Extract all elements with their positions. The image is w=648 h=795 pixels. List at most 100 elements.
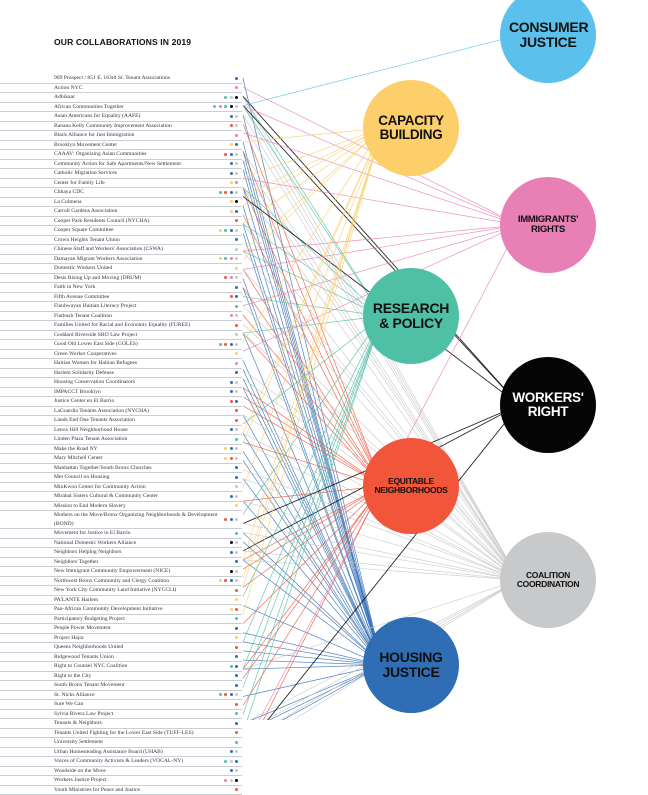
category-dots xyxy=(235,738,238,747)
category-dots xyxy=(230,426,239,435)
category-dot-E xyxy=(224,343,227,346)
category-dot-E xyxy=(235,646,238,649)
list-item: Mission to End Modern Slavery xyxy=(0,502,242,512)
category-dots xyxy=(230,169,239,178)
category-dot-E xyxy=(224,579,227,582)
category-dot-H xyxy=(230,551,233,554)
category-dot-I xyxy=(230,257,233,260)
category-dot-H xyxy=(230,153,233,156)
list-item: New York City Community Land Initiative … xyxy=(0,586,242,596)
organization-name: Youth Ministries for Peace and Justice xyxy=(54,786,224,795)
category-dots xyxy=(235,615,238,624)
category-dots xyxy=(230,112,239,121)
category-dot-G xyxy=(235,570,238,573)
category-dot-B xyxy=(219,579,222,582)
organization-name: Met Council on Housing xyxy=(54,473,224,482)
list-item: Goddard Riverside SRO Law Project xyxy=(0,331,242,341)
list-item: Action NYC xyxy=(0,84,242,94)
category-dot-R xyxy=(235,617,238,620)
category-dot-E xyxy=(230,400,233,403)
category-dots xyxy=(235,264,238,273)
list-item: Green Worker Cooperatives xyxy=(0,350,242,360)
category-dot-G xyxy=(235,447,238,450)
node-label: IMMIGRANTS' RIGHTS xyxy=(509,215,587,235)
list-item: Faith in New York xyxy=(0,283,242,293)
organization-name: Fifth Avenue Committee xyxy=(54,293,224,302)
category-dot-W xyxy=(230,541,233,544)
category-dot-G xyxy=(235,172,238,175)
category-dots xyxy=(230,767,239,776)
category-dots xyxy=(235,236,238,245)
organization-name: Manhattan Together/South Bronx Churches xyxy=(54,464,224,473)
organization-name: Make the Road NY xyxy=(54,445,224,454)
category-dots xyxy=(235,245,238,254)
category-dots xyxy=(235,435,238,444)
link-line xyxy=(243,360,382,665)
category-dot-E xyxy=(235,608,238,611)
list-item: Queens Neighborhoods United xyxy=(0,643,242,653)
organization-name: Queens Neighborhoods United xyxy=(54,643,224,652)
category-dot-C xyxy=(213,105,216,108)
category-dot-G xyxy=(235,115,238,118)
category-dot-W xyxy=(230,570,233,573)
category-dot-E xyxy=(235,324,238,327)
organization-name: Linden Plaza Tenant Association xyxy=(54,435,224,444)
category-dots xyxy=(224,150,238,159)
organization-name: Action NYC xyxy=(54,84,224,93)
organization-name: Adhikaar xyxy=(54,93,224,102)
list-item: Fifth Avenue Committee xyxy=(0,293,242,303)
category-dots xyxy=(235,624,238,633)
category-dot-H xyxy=(235,238,238,241)
category-dots xyxy=(230,567,239,576)
category-dots xyxy=(230,662,239,671)
category-dot-G xyxy=(235,314,238,317)
list-item: Mothers on the Move/Bronx Organizing Nei… xyxy=(0,511,242,529)
category-dots xyxy=(219,226,239,235)
node-immigrants-rights: IMMIGRANTS' RIGHTS xyxy=(500,177,596,273)
category-dot-E xyxy=(224,276,227,279)
category-dot-H xyxy=(230,191,233,194)
list-item: MinKwon Center for Community Action xyxy=(0,483,242,493)
list-item: 909 Prospect / 851 E. 163rd St. Tenant A… xyxy=(0,74,242,84)
list-item: Adhikaar xyxy=(0,93,242,103)
list-item: Mary Mitchell Center xyxy=(0,454,242,464)
category-dot-H xyxy=(230,390,233,393)
category-dot-G xyxy=(235,343,238,346)
category-dots xyxy=(235,473,238,482)
category-dot-H xyxy=(235,77,238,80)
category-dots xyxy=(235,217,238,226)
category-dots xyxy=(235,672,238,681)
organization-name: New Immigrant Community Empowerment (NIC… xyxy=(54,567,224,576)
category-dots xyxy=(224,776,238,785)
list-item: Workers Justice Project xyxy=(0,776,242,786)
organization-name: Catholic Migration Services xyxy=(54,169,224,178)
list-item: Sure We Can xyxy=(0,700,242,710)
list-item: South Bronx Tenant Movement xyxy=(0,681,242,691)
node-research-policy: RESEARCH & POLICY xyxy=(363,268,459,364)
category-dot-R xyxy=(230,665,233,668)
category-dot-E xyxy=(224,191,227,194)
category-dot-H xyxy=(235,655,238,658)
category-dots xyxy=(235,643,238,652)
category-dot-B xyxy=(224,457,227,460)
category-dots xyxy=(235,529,238,538)
category-dot-B xyxy=(235,636,238,639)
list-item: Urban Homesteading Assistance Board (UHA… xyxy=(0,748,242,758)
link-line xyxy=(243,178,519,225)
organization-name: Neighbors Together xyxy=(54,558,224,567)
node-capacity-building: CAPACITY BUILDING xyxy=(363,80,459,176)
list-item: Manhattan Together/South Bronx Churches xyxy=(0,464,242,474)
link-line xyxy=(243,533,519,580)
category-dots xyxy=(230,293,239,302)
list-item: Housing Conservation Coordinators xyxy=(0,378,242,388)
category-dots xyxy=(224,757,238,766)
link-line xyxy=(243,128,382,197)
organization-name: Right to Counsel NYC Coalition xyxy=(54,662,224,671)
category-dots xyxy=(235,719,238,728)
category-dot-G xyxy=(235,257,238,260)
category-dot-G xyxy=(235,229,238,232)
category-dot-I xyxy=(230,314,233,317)
category-dot-I xyxy=(219,105,222,108)
organization-name: CAAAV: Organizing Asian Communities xyxy=(54,150,224,159)
category-dots xyxy=(230,539,239,548)
